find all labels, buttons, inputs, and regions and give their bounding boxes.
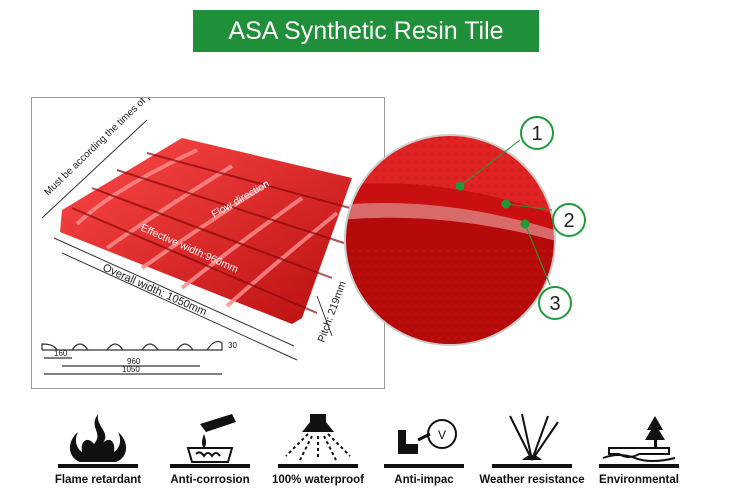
sun-rays-icon <box>492 413 572 468</box>
svg-text:3: 3 <box>549 293 560 315</box>
page-title: ASA Synthetic Resin Tile <box>193 10 539 52</box>
impact-gauge-icon: V <box>384 419 464 468</box>
profile-dim-1050: 1050 <box>122 365 140 374</box>
svg-text:1: 1 <box>531 123 542 145</box>
svg-text:2: 2 <box>563 210 574 232</box>
feature-label: Weather resistance <box>479 474 585 486</box>
tile-ridges <box>75 148 339 308</box>
profile-dim-30: 30 <box>228 341 237 350</box>
feature-anti-corrosion: Anti-corrosion <box>155 410 265 490</box>
tile-diagram: Must be according the times of pitch Flo… <box>31 79 385 389</box>
svg-text:V: V <box>438 428 446 442</box>
flame-icon <box>58 414 138 468</box>
tree-icon <box>599 416 679 468</box>
feature-flame-retardant: Flame retardant <box>43 410 153 490</box>
layer-cross-section <box>340 110 600 370</box>
feature-weather-resistance: Weather resistance <box>477 410 587 490</box>
callout-2: 2 <box>551 202 587 244</box>
shower-icon <box>278 414 358 468</box>
feature-label: 100% waterproof <box>271 474 365 486</box>
feature-anti-impact: V Anti-impac <box>369 410 479 490</box>
feature-environmental: Environmental <box>584 410 694 490</box>
feature-label: Flame retardant <box>54 474 142 486</box>
acid-drop-icon <box>170 414 250 468</box>
profile-dim-160: 160 <box>54 349 68 358</box>
callout-3: 3 <box>537 285 573 327</box>
callout-1: 1 <box>519 115 555 157</box>
feature-label: Environmental <box>599 474 679 486</box>
feature-label: Anti-impac <box>394 474 454 486</box>
tile-drawing: Must be according the times of pitch Flo… <box>41 79 352 375</box>
tile-profile <box>41 340 223 375</box>
profile-dim-960: 960 <box>127 357 141 366</box>
feature-waterproof: 100% waterproof <box>263 410 373 490</box>
feature-label: Anti-corrosion <box>170 474 250 486</box>
